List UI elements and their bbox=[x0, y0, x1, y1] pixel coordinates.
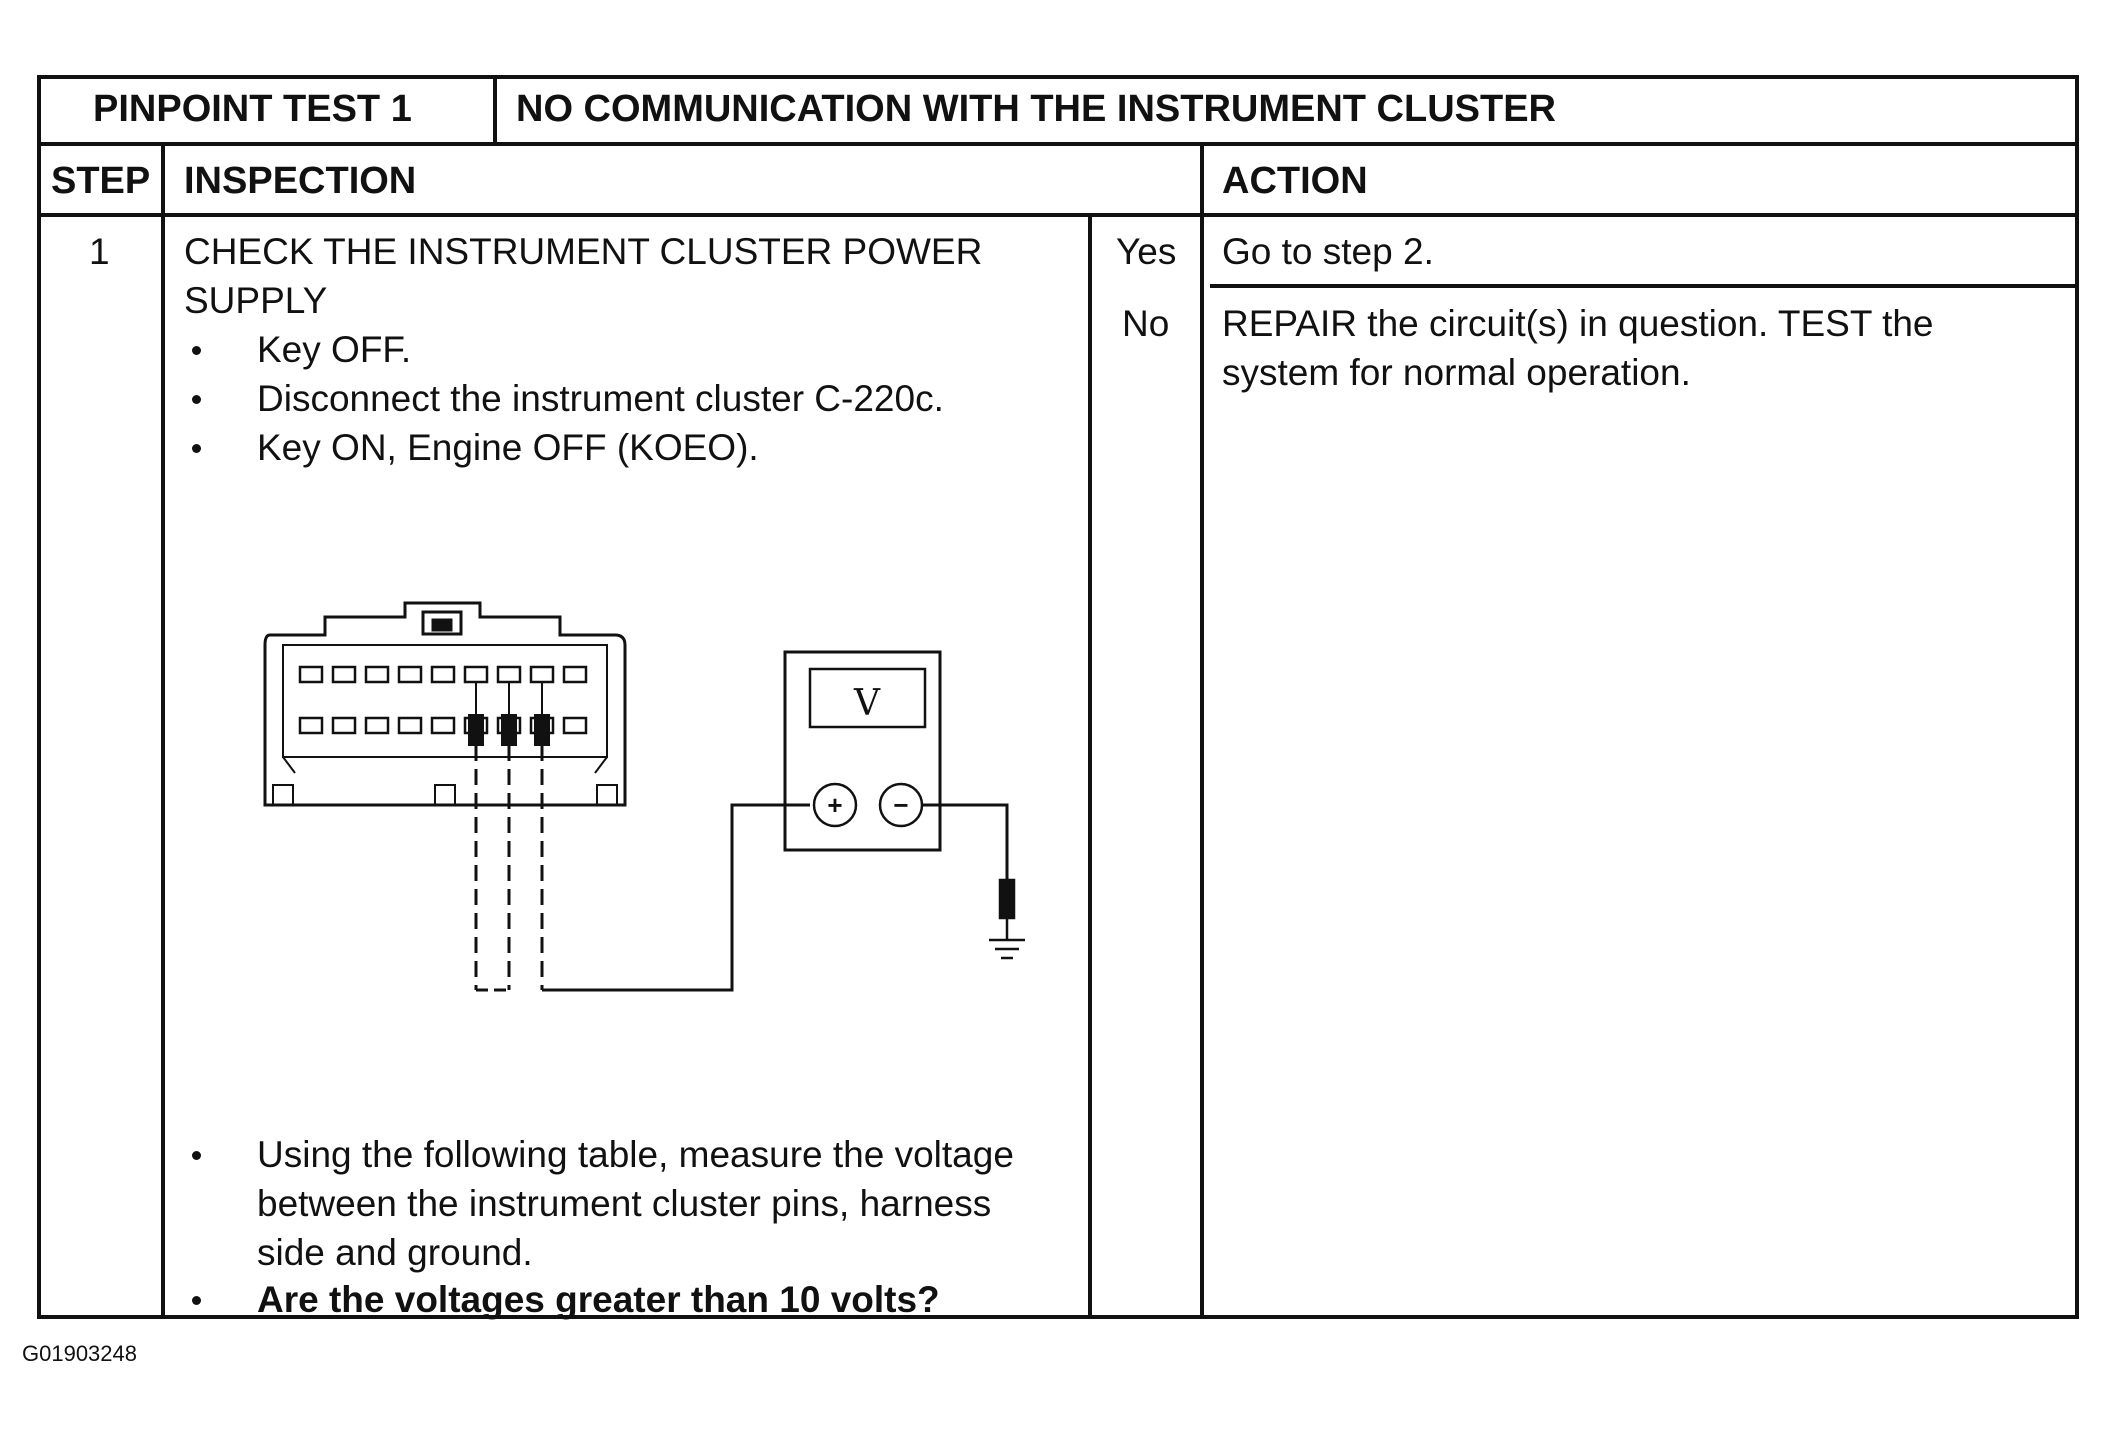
connector-pins-top bbox=[298, 665, 588, 684]
table-rule-action-col bbox=[1200, 142, 1204, 1319]
step-number: 1 bbox=[89, 231, 110, 272]
harness-wires bbox=[474, 745, 1009, 992]
ground-probe-icon bbox=[989, 878, 1025, 960]
bullet-key-off: Key OFF. bbox=[257, 329, 412, 370]
bullet-dot bbox=[192, 346, 201, 355]
bullet-dot bbox=[192, 395, 201, 404]
figure-id: G01903248 bbox=[22, 1341, 137, 1366]
positive-terminal-icon: + bbox=[827, 790, 842, 820]
connector-voltmeter-diagram: V + − bbox=[263, 601, 1025, 992]
bullet-dot bbox=[192, 444, 201, 453]
bullet-disconnect: Disconnect the instrument cluster C-220c… bbox=[257, 378, 944, 419]
voltmeter-label: V bbox=[853, 683, 881, 724]
table-rule-title-split bbox=[493, 75, 497, 144]
table-border-bottom bbox=[37, 1315, 2079, 1319]
inspection-header: INSPECTION bbox=[184, 160, 417, 202]
table-rule-yes-no bbox=[1210, 284, 2079, 288]
result-yes: Yes bbox=[1116, 231, 1177, 272]
question-text: Are the voltages greater than 10 volts? bbox=[257, 1279, 940, 1320]
action-yes: Go to step 2. bbox=[1222, 231, 1434, 272]
voltmeter bbox=[783, 650, 942, 852]
negative-terminal-icon: − bbox=[893, 790, 908, 820]
action-header: ACTION bbox=[1222, 160, 1368, 202]
pinpoint-test-title: NO COMMUNICATION WITH THE INSTRUMENT CLU… bbox=[516, 88, 1556, 130]
table-border-right bbox=[2075, 75, 2079, 1319]
bullet-koeo: Key ON, Engine OFF (KOEO). bbox=[257, 427, 759, 468]
table-rule-step-col bbox=[161, 142, 165, 1319]
result-no: No bbox=[1122, 303, 1170, 344]
measure-instruction-line1: Using the following table, measure the v… bbox=[257, 1134, 1014, 1175]
action-no-line1: REPAIR the circuit(s) in question. TEST … bbox=[1222, 303, 1934, 344]
table-border-top bbox=[37, 75, 2079, 79]
table-rule-header bbox=[37, 213, 2079, 217]
probe-tips bbox=[468, 682, 550, 746]
bullet-dot bbox=[192, 1151, 201, 1160]
connector-pins-bottom bbox=[298, 716, 588, 735]
bullet-dot bbox=[192, 1296, 201, 1305]
measure-instruction-line2: between the instrument cluster pins, har… bbox=[257, 1183, 992, 1224]
action-no-line2: system for normal operation. bbox=[1222, 352, 1691, 393]
table-rule-result-col bbox=[1088, 213, 1092, 1319]
step-header: STEP bbox=[51, 160, 151, 202]
step-heading-line2: SUPPLY bbox=[184, 280, 328, 321]
measure-instruction-line3: side and ground. bbox=[257, 1232, 533, 1273]
step-heading-line1: CHECK THE INSTRUMENT CLUSTER POWER bbox=[184, 231, 983, 272]
table-rule-title bbox=[37, 142, 2079, 146]
connector-body bbox=[263, 601, 627, 807]
pinpoint-test-label: PINPOINT TEST 1 bbox=[93, 88, 412, 130]
table-border-left bbox=[37, 75, 41, 1319]
